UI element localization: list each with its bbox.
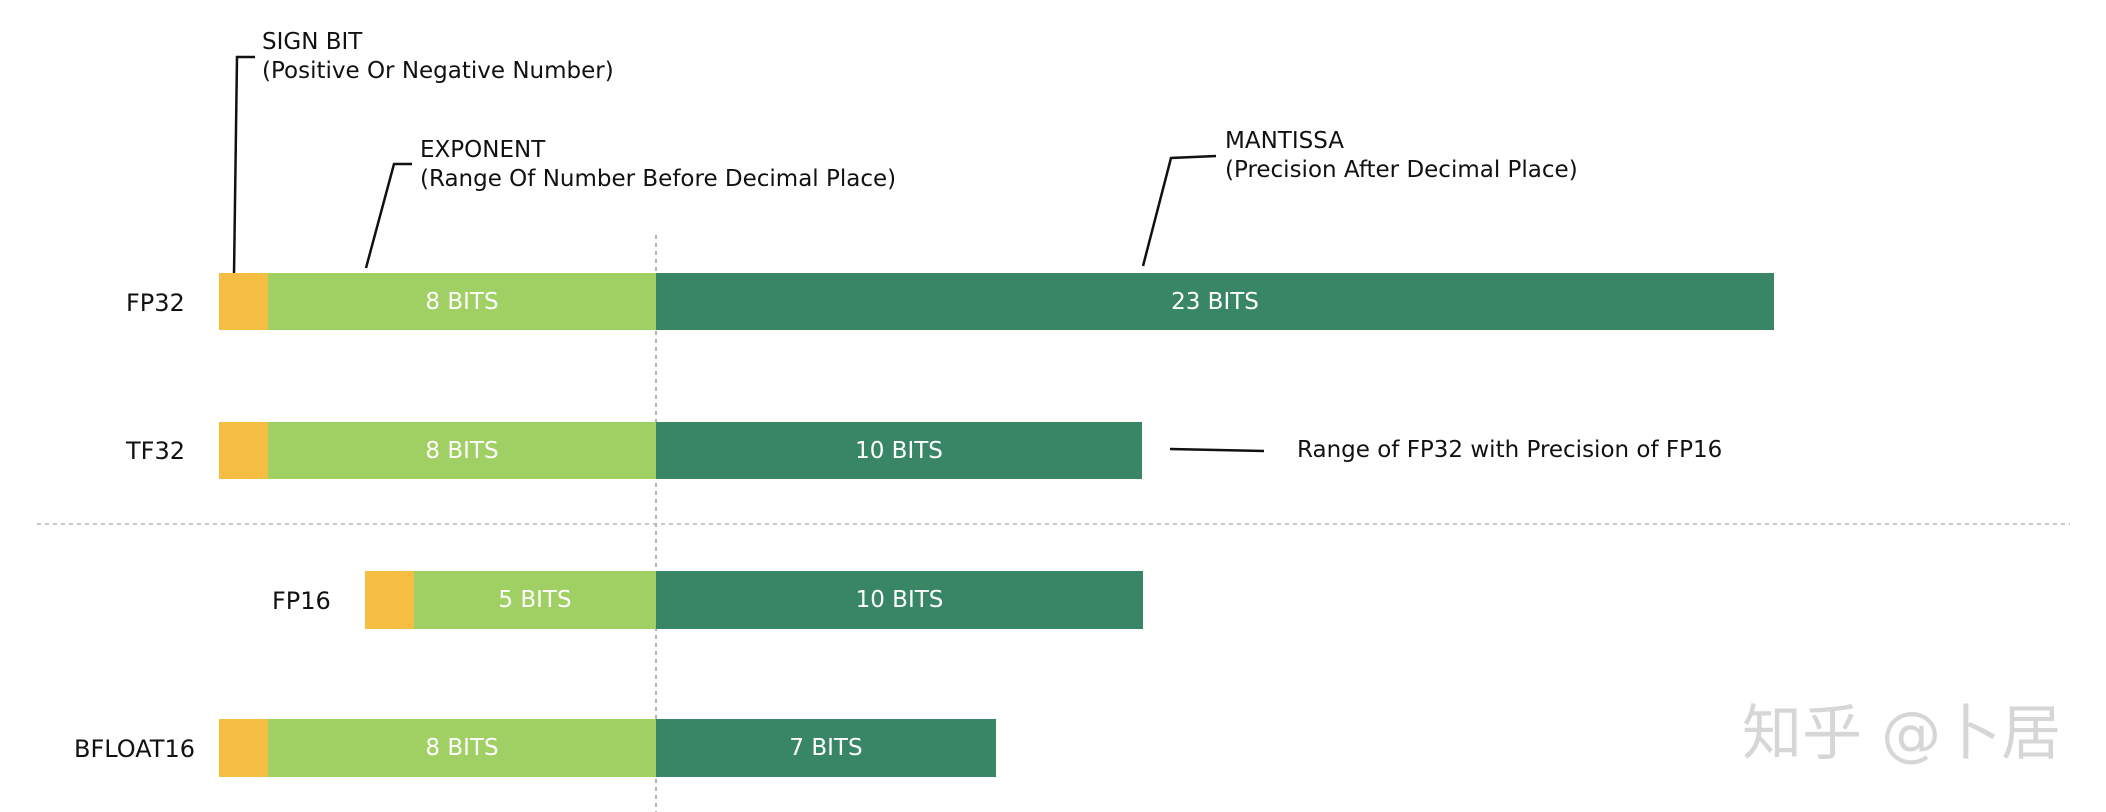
- mantissa-annotation: MANTISSA (Precision After Decimal Place): [1225, 127, 1578, 185]
- mantissa-leader-line: [1141, 154, 1217, 267]
- sign-bit-segment: [219, 273, 268, 330]
- sign-bit-description: (Positive Or Negative Number): [262, 58, 614, 84]
- exponent-annotation: EXPONENT (Range Of Number Before Decimal…: [420, 136, 896, 194]
- sign-bit-annotation: SIGN BIT (Positive Or Negative Number): [262, 28, 614, 86]
- mantissa-segment: 7 BITS: [656, 719, 996, 777]
- format-label: TF32: [126, 437, 186, 465]
- format-label: FP32: [126, 289, 185, 317]
- exponent-segment: 8 BITS: [268, 719, 656, 777]
- exponent-leader-line: [364, 162, 412, 269]
- exponent-segment: 8 BITS: [268, 422, 656, 479]
- mantissa-description: (Precision After Decimal Place): [1225, 157, 1578, 183]
- format-label: FP16: [272, 587, 331, 615]
- mantissa-title: MANTISSA: [1225, 128, 1344, 154]
- sign-bit-segment: [365, 571, 414, 629]
- sign-bit-segment: [219, 422, 268, 479]
- exponent-title: EXPONENT: [420, 137, 546, 163]
- tf32-note-leader-line: [1169, 447, 1265, 453]
- exponent-description: (Range Of Number Before Decimal Place): [420, 166, 897, 192]
- watermark: 知乎 @卜居: [1742, 699, 2062, 769]
- tf32-note: Range of FP32 with Precision of FP16: [1297, 437, 1723, 463]
- exponent-segment: 5 BITS: [414, 571, 656, 629]
- mantissa-segment: 10 BITS: [656, 422, 1142, 479]
- sign-bit-leader-line: [232, 55, 255, 276]
- mantissa-segment: 10 BITS: [656, 571, 1143, 629]
- format-label: BFLOAT16: [74, 735, 196, 763]
- mantissa-segment: 23 BITS: [656, 273, 1774, 330]
- sign-bit-segment: [219, 719, 268, 777]
- exponent-segment: 8 BITS: [268, 273, 656, 330]
- sign-bit-title: SIGN BIT: [262, 29, 363, 55]
